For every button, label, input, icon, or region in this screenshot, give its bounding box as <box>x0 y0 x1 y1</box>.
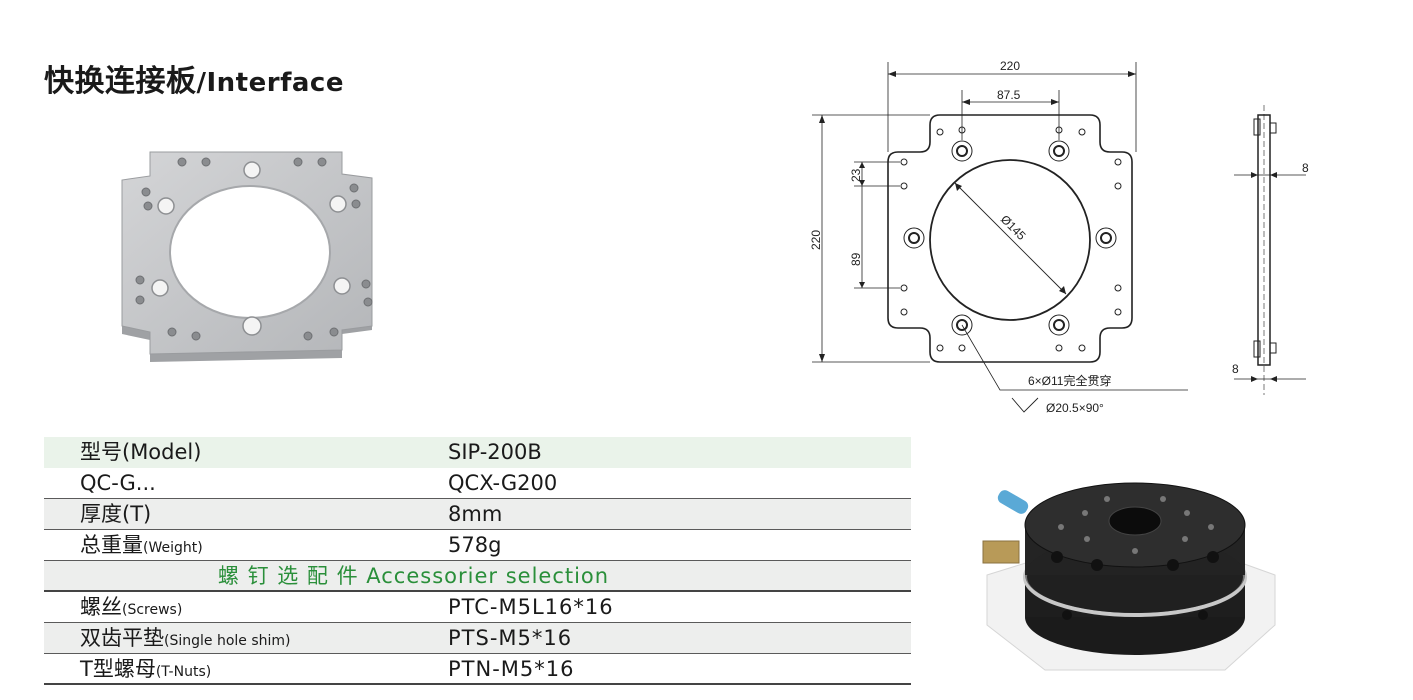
accessories-section-header: 螺 钉 选 配 件 Accessorier selection <box>44 561 911 592</box>
spec-value: PTS-M5*16 <box>448 626 573 650</box>
spec-label: 型号(Model) <box>80 440 202 464</box>
spec-label: T型螺母(T-Nuts) <box>80 654 211 688</box>
spec-label-cn: 螺丝 <box>80 595 122 619</box>
dim-hole-spacing: 87.5 <box>997 88 1021 102</box>
dim-width: 220 <box>1000 59 1020 73</box>
spec-label-en: (Single hole shim) <box>164 633 291 649</box>
spec-row-shim: 双齿平垫(Single hole shim) PTS-M5*16 <box>44 623 911 654</box>
title-en: /Interface <box>196 68 344 98</box>
spec-value: QCX-G200 <box>448 471 558 495</box>
note-holes: 6×Ø11完全贯穿 <box>1028 373 1111 388</box>
plate-product-image <box>121 151 373 362</box>
technical-drawing-front: 220 87.5 220 23 89 Ø145 6×Ø11完全贯穿 Ø20.5×… <box>809 59 1188 415</box>
dim-thickness-bottom: 8 <box>1232 362 1239 376</box>
spec-row-model: 型号(Model) SIP-200B <box>44 437 911 468</box>
dim-89: 89 <box>849 252 863 266</box>
title-cn: 快换连接板 <box>44 64 197 99</box>
spec-label-en: (Weight) <box>143 540 203 556</box>
dim-23: 23 <box>849 168 863 182</box>
spec-value: PTN-M5*16 <box>448 657 575 681</box>
spec-label-cn: 总重量 <box>80 533 143 557</box>
spec-table: 型号(Model) SIP-200B QC-G... QCX-G200 厚度(T… <box>44 437 911 685</box>
note-countersink: Ø20.5×90° <box>1046 401 1104 415</box>
spec-label: 双齿平垫(Single hole shim) <box>80 623 291 657</box>
spec-label-cn: 双齿平垫 <box>80 626 164 650</box>
spec-value: SIP-200B <box>448 440 542 464</box>
spec-label: QC-G... <box>80 471 156 495</box>
dim-height: 220 <box>809 230 823 250</box>
spec-label-en: (Screws) <box>122 602 183 618</box>
spec-label: 螺丝(Screws) <box>80 592 182 626</box>
spec-label-cn: T型螺母 <box>80 657 156 681</box>
page-title: 快换连接板/Interface <box>44 56 344 100</box>
spec-label: 厚度(T) <box>80 502 152 526</box>
technical-drawing-side: 8 8 <box>1232 105 1309 395</box>
dim-bore: Ø145 <box>998 212 1029 243</box>
installation-product-image <box>982 482 1276 671</box>
spec-row-screws: 螺丝(Screws) PTC-M5L16*16 <box>44 592 911 623</box>
spec-row-qc: QC-G... QCX-G200 <box>44 468 911 499</box>
spec-row-thickness: 厚度(T) 8mm <box>44 499 911 530</box>
spec-label-en: (T-Nuts) <box>155 664 212 680</box>
spec-row-tnuts: T型螺母(T-Nuts) PTN-M5*16 <box>44 654 911 685</box>
spec-row-weight: 总重量(Weight) 578g <box>44 530 911 561</box>
dim-thickness-top: 8 <box>1302 161 1309 175</box>
section-title: 螺 钉 选 配 件 Accessorier selection <box>217 564 610 588</box>
spec-value: PTC-M5L16*16 <box>448 595 614 619</box>
spec-value: 8mm <box>448 502 503 526</box>
spec-label: 总重量(Weight) <box>80 530 203 564</box>
spec-value: 578g <box>448 533 502 557</box>
